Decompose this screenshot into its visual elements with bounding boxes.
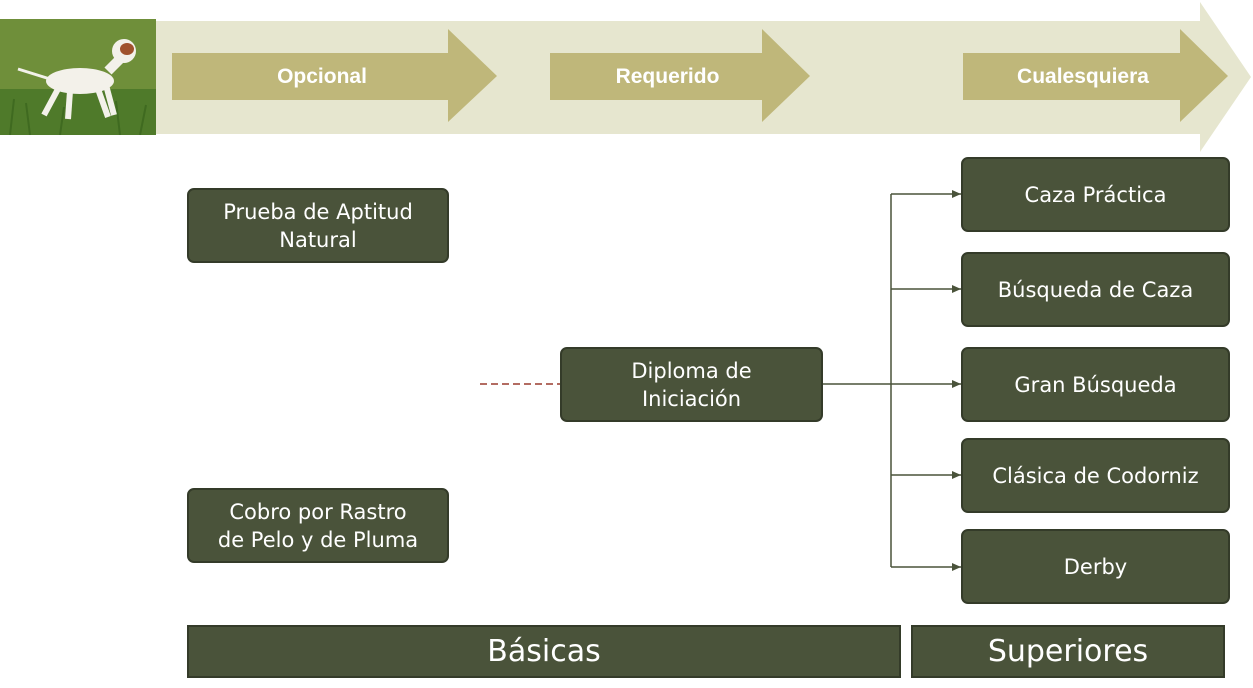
category-superiores: Superiores [911, 625, 1225, 678]
box-gran-busqueda: Gran Búsqueda [961, 347, 1230, 422]
box-clasica-codorniz: Clásica de Codorniz [961, 438, 1230, 513]
connector-tree [822, 190, 961, 571]
arrow-required [550, 29, 810, 122]
box-prueba-aptitud-natural: Prueba de Aptitud Natural [187, 188, 449, 263]
arrow-any [963, 29, 1228, 122]
stage-optional-label: Opcional [277, 64, 367, 88]
stage-any-label: Cualesquiera [1017, 64, 1149, 88]
pointer-dog-photo [0, 19, 156, 135]
box-diploma-iniciacion: Diploma de Iniciación [560, 347, 823, 422]
box-caza-practica: Caza Práctica [961, 157, 1230, 232]
box-derby: Derby [961, 529, 1230, 604]
category-basicas: Básicas [187, 625, 901, 678]
stage-required-label: Requerido [615, 64, 720, 88]
box-busqueda-caza: Búsqueda de Caza [961, 252, 1230, 327]
box-cobro-rastro: Cobro por Rastro de Pelo y de Pluma [187, 488, 449, 563]
arrow-optional [172, 29, 497, 122]
